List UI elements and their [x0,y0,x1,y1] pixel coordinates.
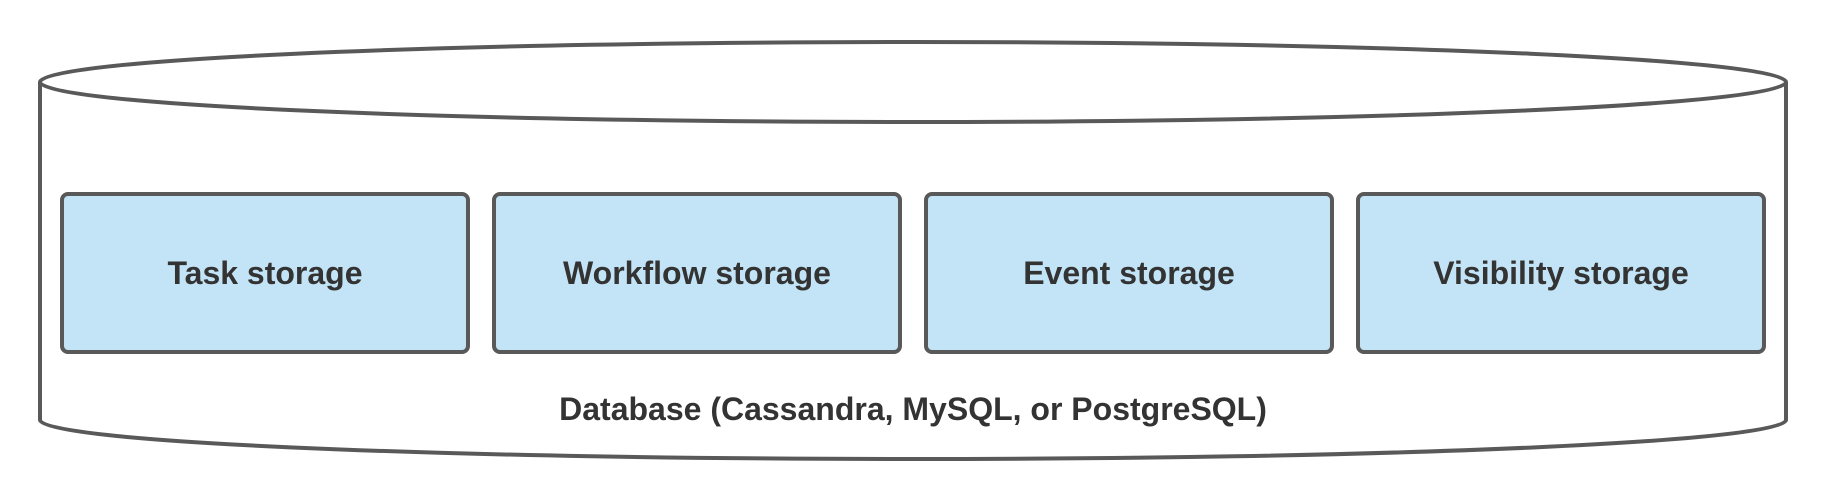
database-cylinder-body [38,82,1788,461]
storage-box-visibility-label: Visibility storage [1433,255,1689,291]
storage-box-event-label: Event storage [1023,255,1235,291]
database-cylinder-top [38,40,1788,124]
storage-box-workflow-rect [492,192,902,354]
storage-box-task: Task storage [60,192,470,354]
storage-box-workflow: Workflow storage [492,192,902,354]
storage-box-visibility-rect [1356,192,1766,354]
storage-box-event: Event storage [924,192,1334,354]
storage-box-visibility: Visibility storage [1356,192,1766,354]
database-label: Database (Cassandra, MySQL, or PostgreSQ… [559,391,1267,427]
storage-box-event-rect [924,192,1334,354]
storage-box-task-label: Task storage [167,255,362,291]
storage-box-task-rect [60,192,470,354]
storage-box-workflow-label: Workflow storage [563,255,831,291]
